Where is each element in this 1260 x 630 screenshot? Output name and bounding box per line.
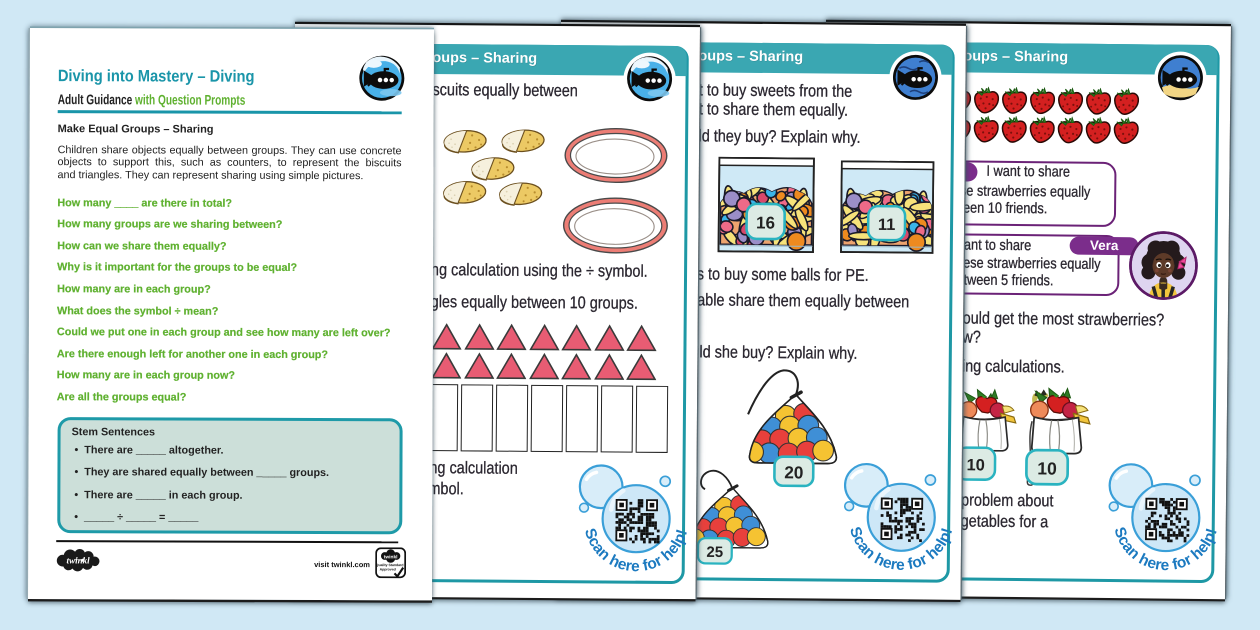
svg-text:10: 10 <box>966 456 984 474</box>
svg-text:25: 25 <box>706 543 723 560</box>
svg-text:Quality Standard: Quality Standard <box>375 562 403 566</box>
svg-text:11: 11 <box>878 215 896 233</box>
svg-text:20: 20 <box>784 462 803 482</box>
svg-text:twinkl: twinkl <box>66 554 90 564</box>
svg-text:twinkl: twinkl <box>383 553 397 559</box>
svg-text:16: 16 <box>756 213 775 232</box>
svg-text:10: 10 <box>1037 458 1057 478</box>
svg-text:Approved: Approved <box>379 566 395 570</box>
